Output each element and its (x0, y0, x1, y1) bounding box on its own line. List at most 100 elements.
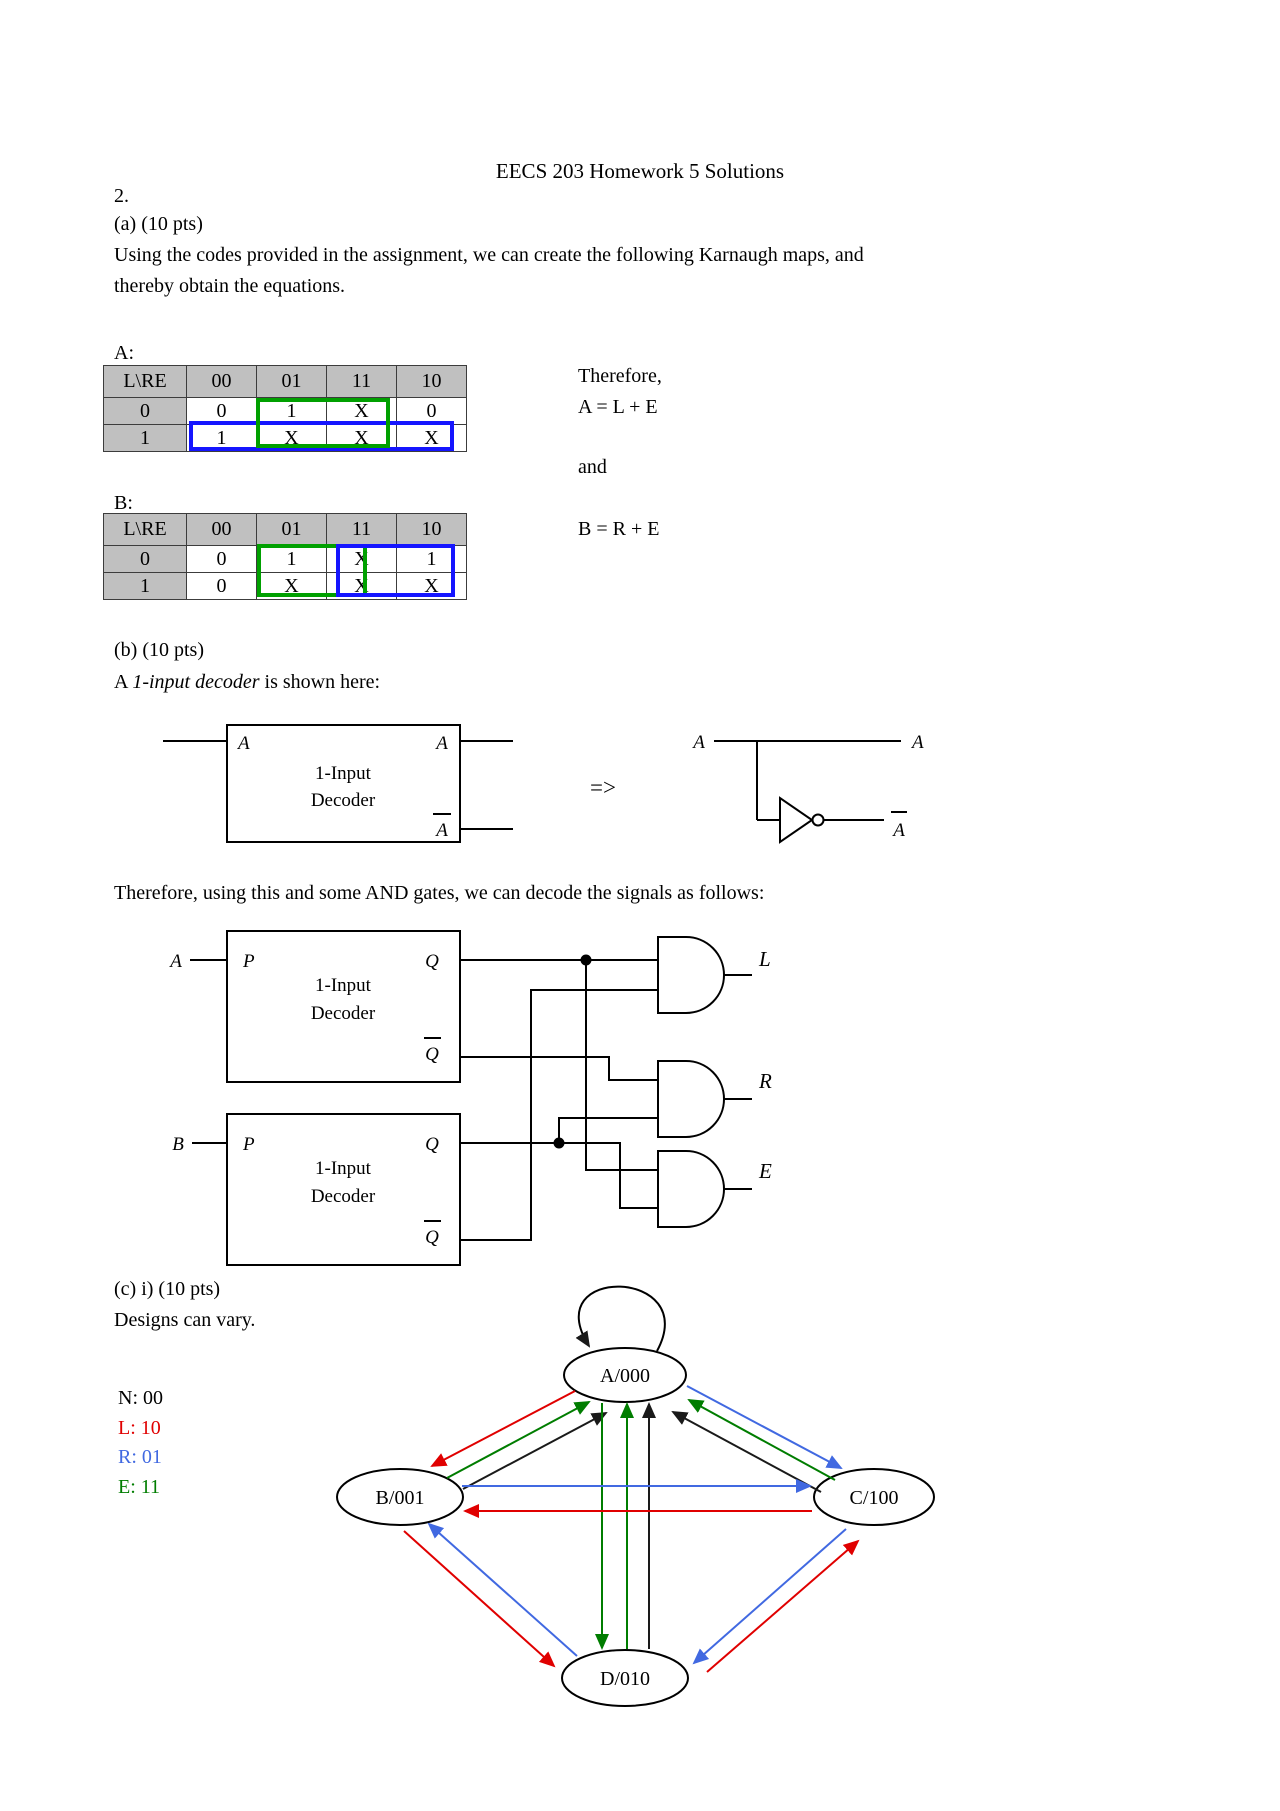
part-b-heading: (b) (10 pts) (114, 639, 204, 661)
decoder-demo-box-line2: Decoder (311, 790, 376, 811)
kmap-b-col: 01 (256, 513, 327, 546)
kmap-b-row-header: 1 (103, 572, 187, 600)
circuit-box1-q: Q (425, 951, 439, 972)
implies-arrow: => (590, 775, 616, 800)
kmap-cell: 1 (396, 545, 467, 573)
edge-c-d-blue (692, 1528, 847, 1665)
not-gate-bubble (811, 813, 825, 827)
edge-b-a-green (446, 1401, 591, 1479)
kmap-a-row-header: 1 (103, 424, 187, 452)
kmap-a-col: 10 (396, 365, 467, 398)
kmap-b-corner: L\RE (103, 513, 187, 546)
kmap-a-group-blue (189, 421, 454, 451)
kmap-a-header-row: L\RE 00 01 11 10 (103, 365, 467, 398)
decoder-demo-box (226, 724, 461, 843)
decode-circuit-labels: A B P Q Q 1-Input Decoder P Q Q 1-Input … (168, 947, 772, 1248)
and-gate-l (657, 936, 725, 1014)
legend-item-l: L: 10 (118, 1417, 161, 1439)
wire-bq-r (558, 1117, 658, 1143)
decoder-demo-input-label: A (236, 733, 250, 754)
kmap-a-col: 11 (326, 365, 397, 398)
edge-b-d-red (403, 1530, 556, 1668)
and-gate-e (657, 1150, 725, 1228)
kmap-a-col: 01 (256, 365, 327, 398)
kmap-b-row0: 0 0 1 X 1 (103, 545, 467, 573)
circuit-decoder-box-2 (226, 1113, 461, 1266)
part-c-heading: (c) i) (10 pts) (114, 1278, 221, 1300)
state-node-c (813, 1468, 935, 1526)
and-text: and (578, 456, 607, 478)
circuit-box2-p: P (242, 1134, 255, 1155)
decoder-demo-out-false-label: A (434, 820, 448, 841)
part-b-intro-suffix: is shown here: (259, 671, 381, 693)
kmap-b-row-header: 0 (103, 545, 187, 573)
circuit-b-label: B (172, 1134, 184, 1155)
state-node-b (336, 1468, 464, 1526)
circuit-box1-line2: Decoder (311, 1003, 376, 1024)
kmap-b-group-green (257, 544, 367, 597)
kmap-a-col: 00 (186, 365, 257, 398)
kmap-b-col: 10 (396, 513, 467, 546)
decoder-demo-box-line1: 1-Input (315, 763, 372, 784)
part-c-note: Designs can vary. (114, 1309, 256, 1331)
decoder-demo-out-true-label: A (434, 733, 448, 754)
state-diagram-nodes (336, 1285, 935, 1707)
circuit-box2-qbar: Q (425, 1227, 439, 1248)
kmap-a-row-header: 0 (103, 397, 187, 425)
part-b-intro-prefix: A (114, 671, 133, 693)
edge-a-b-red (430, 1390, 576, 1467)
circuit-a-label: A (168, 951, 182, 972)
equiv-in-label: A (691, 732, 705, 753)
therefore-text: Therefore, (578, 365, 662, 387)
decoder-equivalent-circuit (714, 740, 907, 844)
decode-circuit (190, 930, 752, 1266)
kmap-b-label: B: (114, 492, 133, 514)
state-node-d (561, 1649, 689, 1707)
page-title: EECS 203 Homework 5 Solutions (495, 159, 785, 183)
problem-number: 2. (114, 185, 129, 207)
wire-bq-e (559, 1142, 658, 1209)
wire-aqbar-r (460, 1056, 658, 1081)
circuit-box1-qbar: Q (425, 1044, 439, 1065)
equation-b: B = R + E (578, 518, 660, 540)
circuit-box1-p: P (242, 951, 255, 972)
kmap-cell: X (396, 424, 467, 452)
part-b-intro-italic: 1-input decoder (132, 671, 260, 693)
circuit-decoder-box-1 (226, 930, 461, 1083)
state-diagram-labels: A/000 B/001 C/100 D/010 (376, 1365, 899, 1690)
state-label-c: C/100 (850, 1487, 899, 1509)
kmap-b-col: 11 (326, 513, 397, 546)
equiv-out-true-label: A (910, 732, 924, 753)
legend-item-e: E: 11 (118, 1476, 161, 1498)
edge-d-c-red (706, 1539, 860, 1673)
state-diagram-edges (403, 1385, 860, 1673)
kmap-b-col: 00 (186, 513, 257, 546)
legend-item-r: R: 01 (118, 1446, 162, 1468)
equiv-out-false-label: A (891, 820, 905, 841)
decoder-demo (163, 724, 513, 843)
not-gate-triangle (779, 796, 814, 844)
self-loop-a (575, 1285, 666, 1352)
part-a-heading: (a) (10 pts) (114, 213, 203, 235)
kmap-b-header-row: L\RE 00 01 11 10 (103, 513, 467, 546)
kmap-cell: 0 (186, 545, 257, 573)
kmap-cell: 0 (186, 572, 257, 600)
part-b-intro: A 1-input decoder is shown here: (114, 670, 380, 694)
state-label-d: D/010 (600, 1668, 650, 1690)
edge-b-a-black (462, 1412, 608, 1490)
equation-a: A = L + E (578, 396, 658, 418)
circuit-out-e-label: E (758, 1159, 772, 1183)
wire-aq-e (585, 960, 658, 1171)
and-gate-r (657, 1060, 725, 1138)
part-a-body-line1: Using the codes provided in the assignme… (114, 244, 864, 266)
kmap-a-corner: L\RE (103, 365, 187, 398)
circuit-box2-q: Q (425, 1134, 439, 1155)
edge-a-c-blue (686, 1385, 843, 1469)
edge-c-a-green (687, 1399, 836, 1481)
kmap-b-group-blue (336, 544, 455, 597)
junction-dot (580, 954, 592, 966)
state-label-b: B/001 (376, 1487, 425, 1509)
circuit-out-l-label: L (758, 947, 771, 971)
circuit-box2-line2: Decoder (311, 1186, 376, 1207)
